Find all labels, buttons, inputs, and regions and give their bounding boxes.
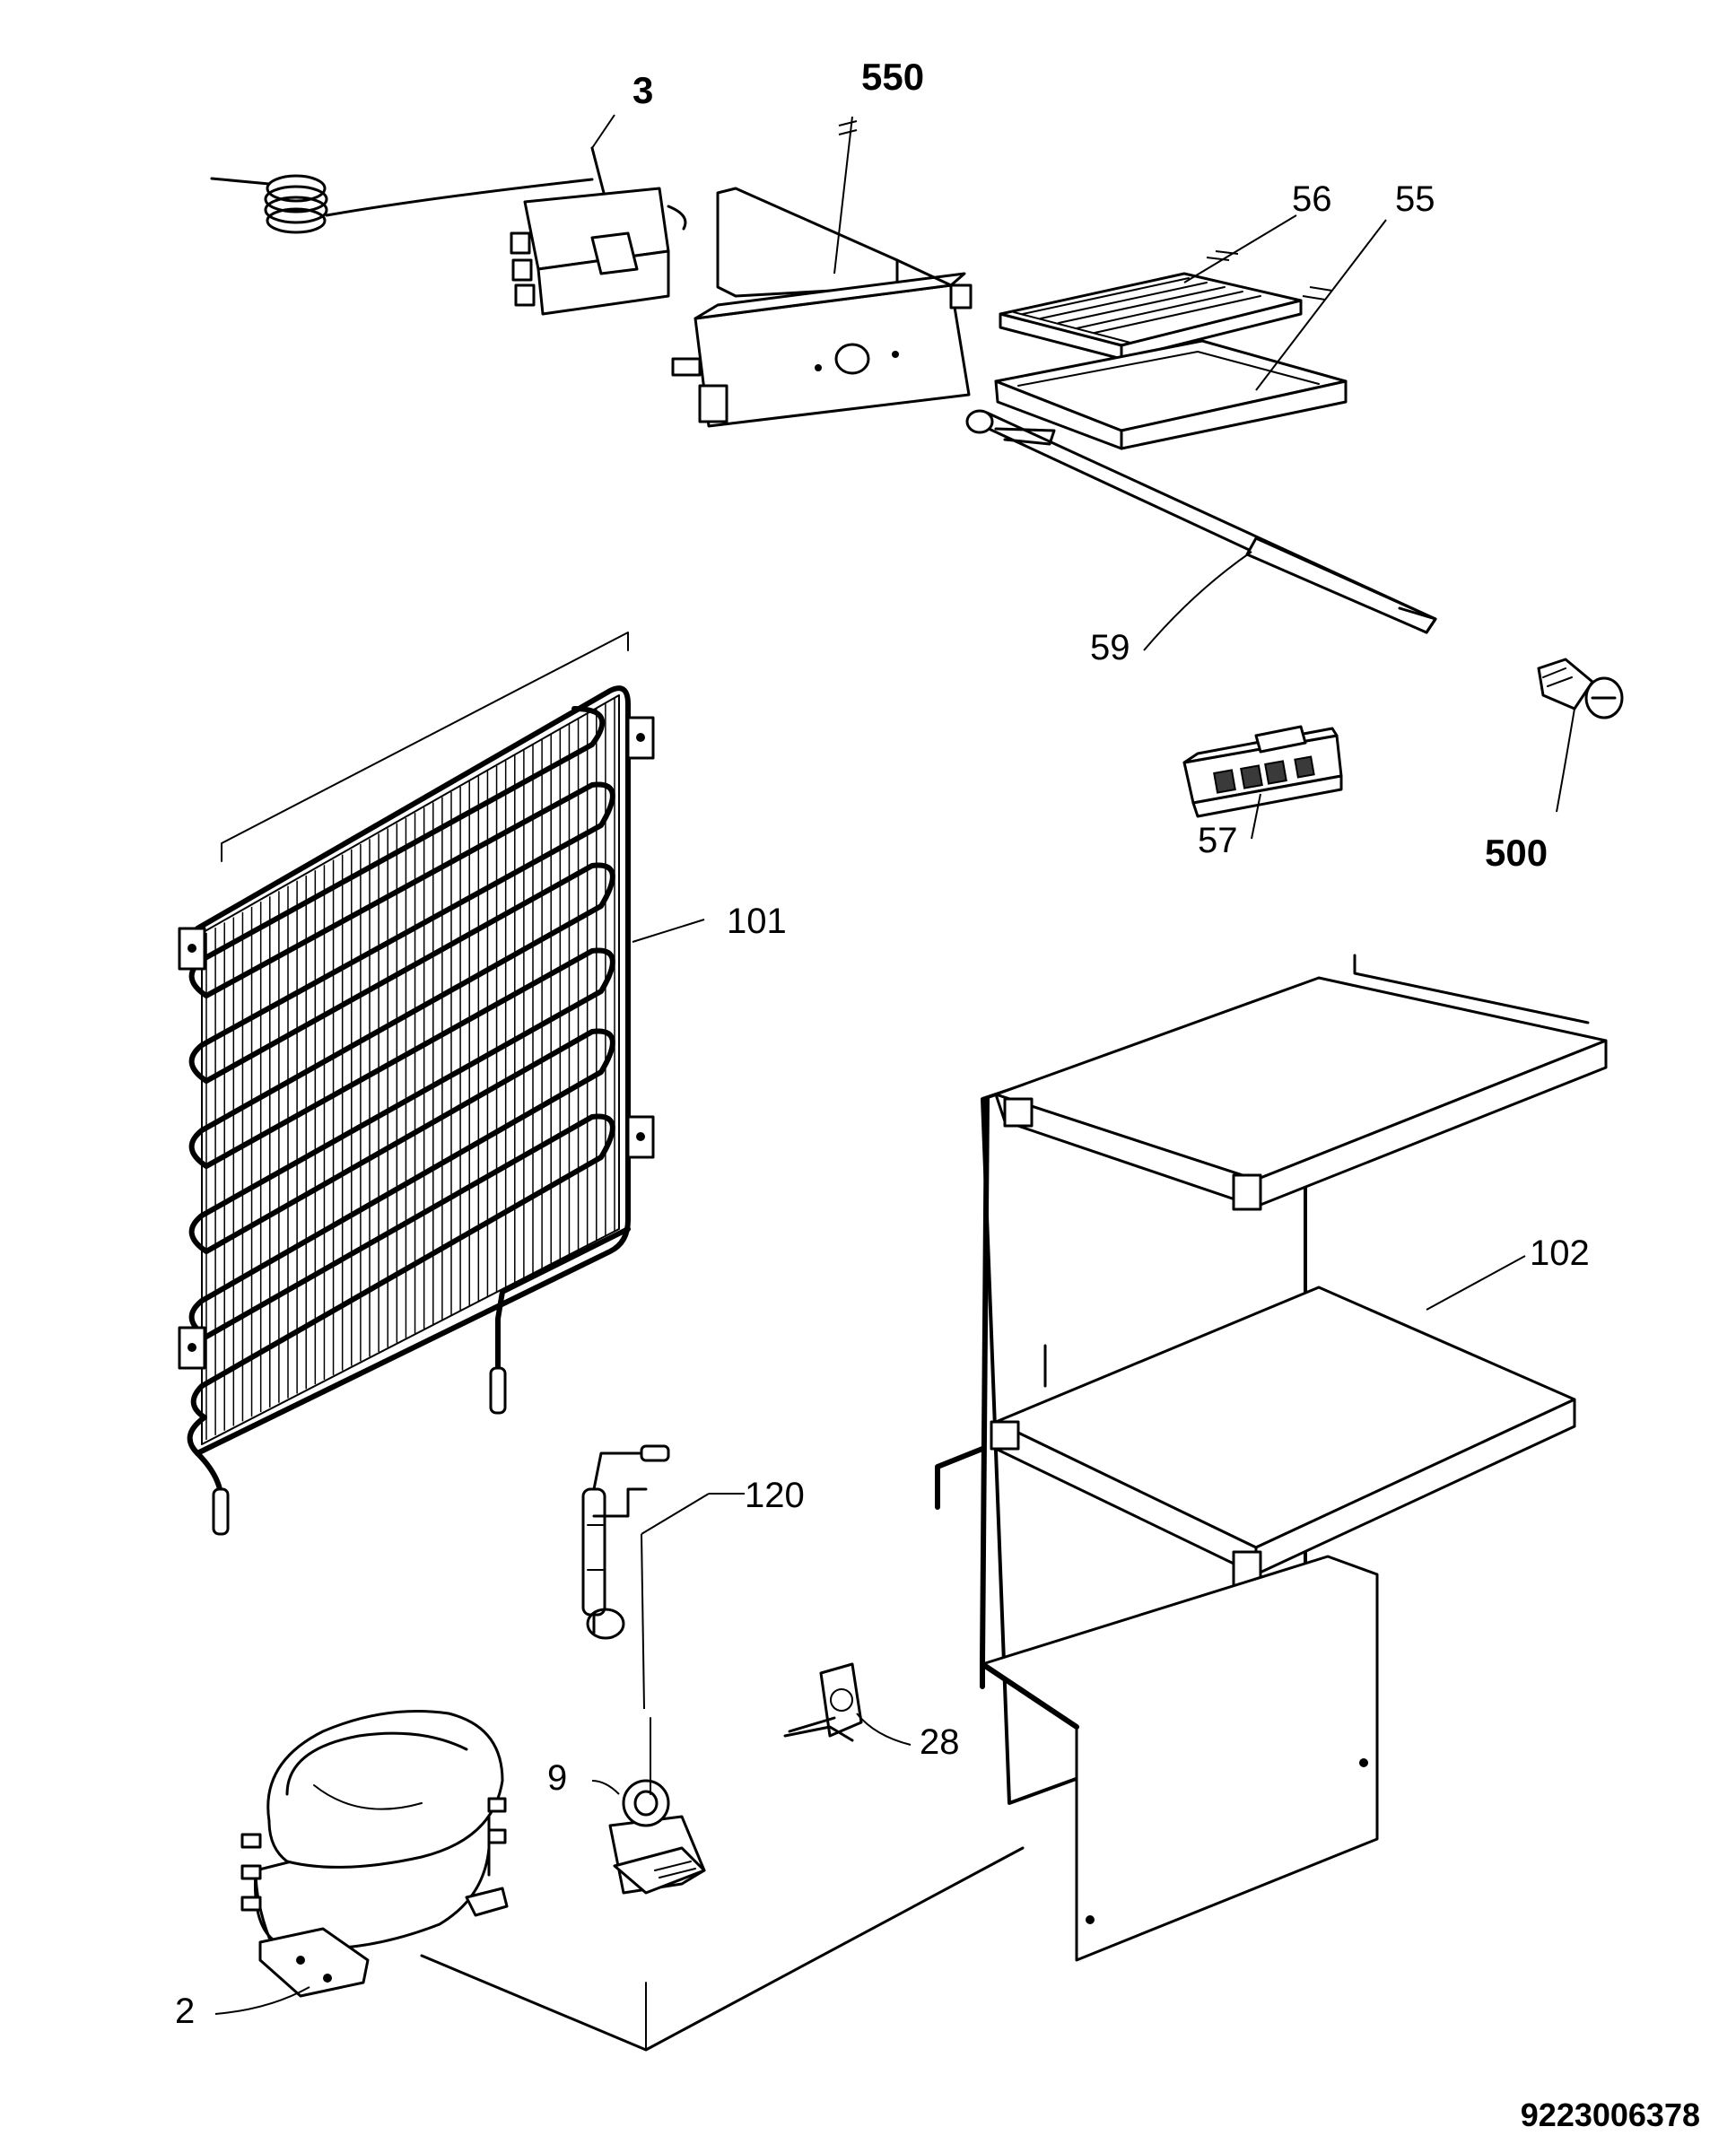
- label-28: 28: [920, 1722, 960, 1762]
- label-55: 55: [1395, 179, 1435, 219]
- label-500: 500: [1485, 832, 1548, 874]
- label-56: 56: [1292, 179, 1332, 219]
- part-57-switch-panel: [1182, 725, 1343, 818]
- part-120-filter-drier: [581, 1444, 670, 1640]
- part-9-relay: [608, 1779, 706, 1895]
- label-59: 59: [1090, 628, 1130, 667]
- label-3: 3: [632, 69, 653, 111]
- label-57: 57: [1198, 821, 1238, 860]
- label-2: 2: [175, 1992, 195, 2031]
- diagram-id: 9223006378: [1521, 2096, 1700, 2133]
- part-2-compressor: [240, 1710, 509, 1998]
- part-500-lamp: [1537, 658, 1624, 719]
- part-28-clip: [783, 1662, 863, 1742]
- part-3-thermostat: [210, 146, 687, 316]
- part-59-heater-rod: [965, 409, 1437, 634]
- label-550: 550: [861, 56, 924, 98]
- label-102: 102: [1530, 1233, 1590, 1273]
- part-101-condenser: [178, 632, 655, 1536]
- part-56-grille: [999, 272, 1303, 361]
- base-outline: [420, 1717, 1025, 2052]
- label-120: 120: [745, 1476, 805, 1515]
- part-550-thermostat-housing: [671, 187, 973, 428]
- part-55-tray: [994, 339, 1348, 450]
- part-102-shelf-assembly: [935, 954, 1608, 1962]
- label-9: 9: [547, 1758, 567, 1798]
- label-101: 101: [727, 902, 787, 941]
